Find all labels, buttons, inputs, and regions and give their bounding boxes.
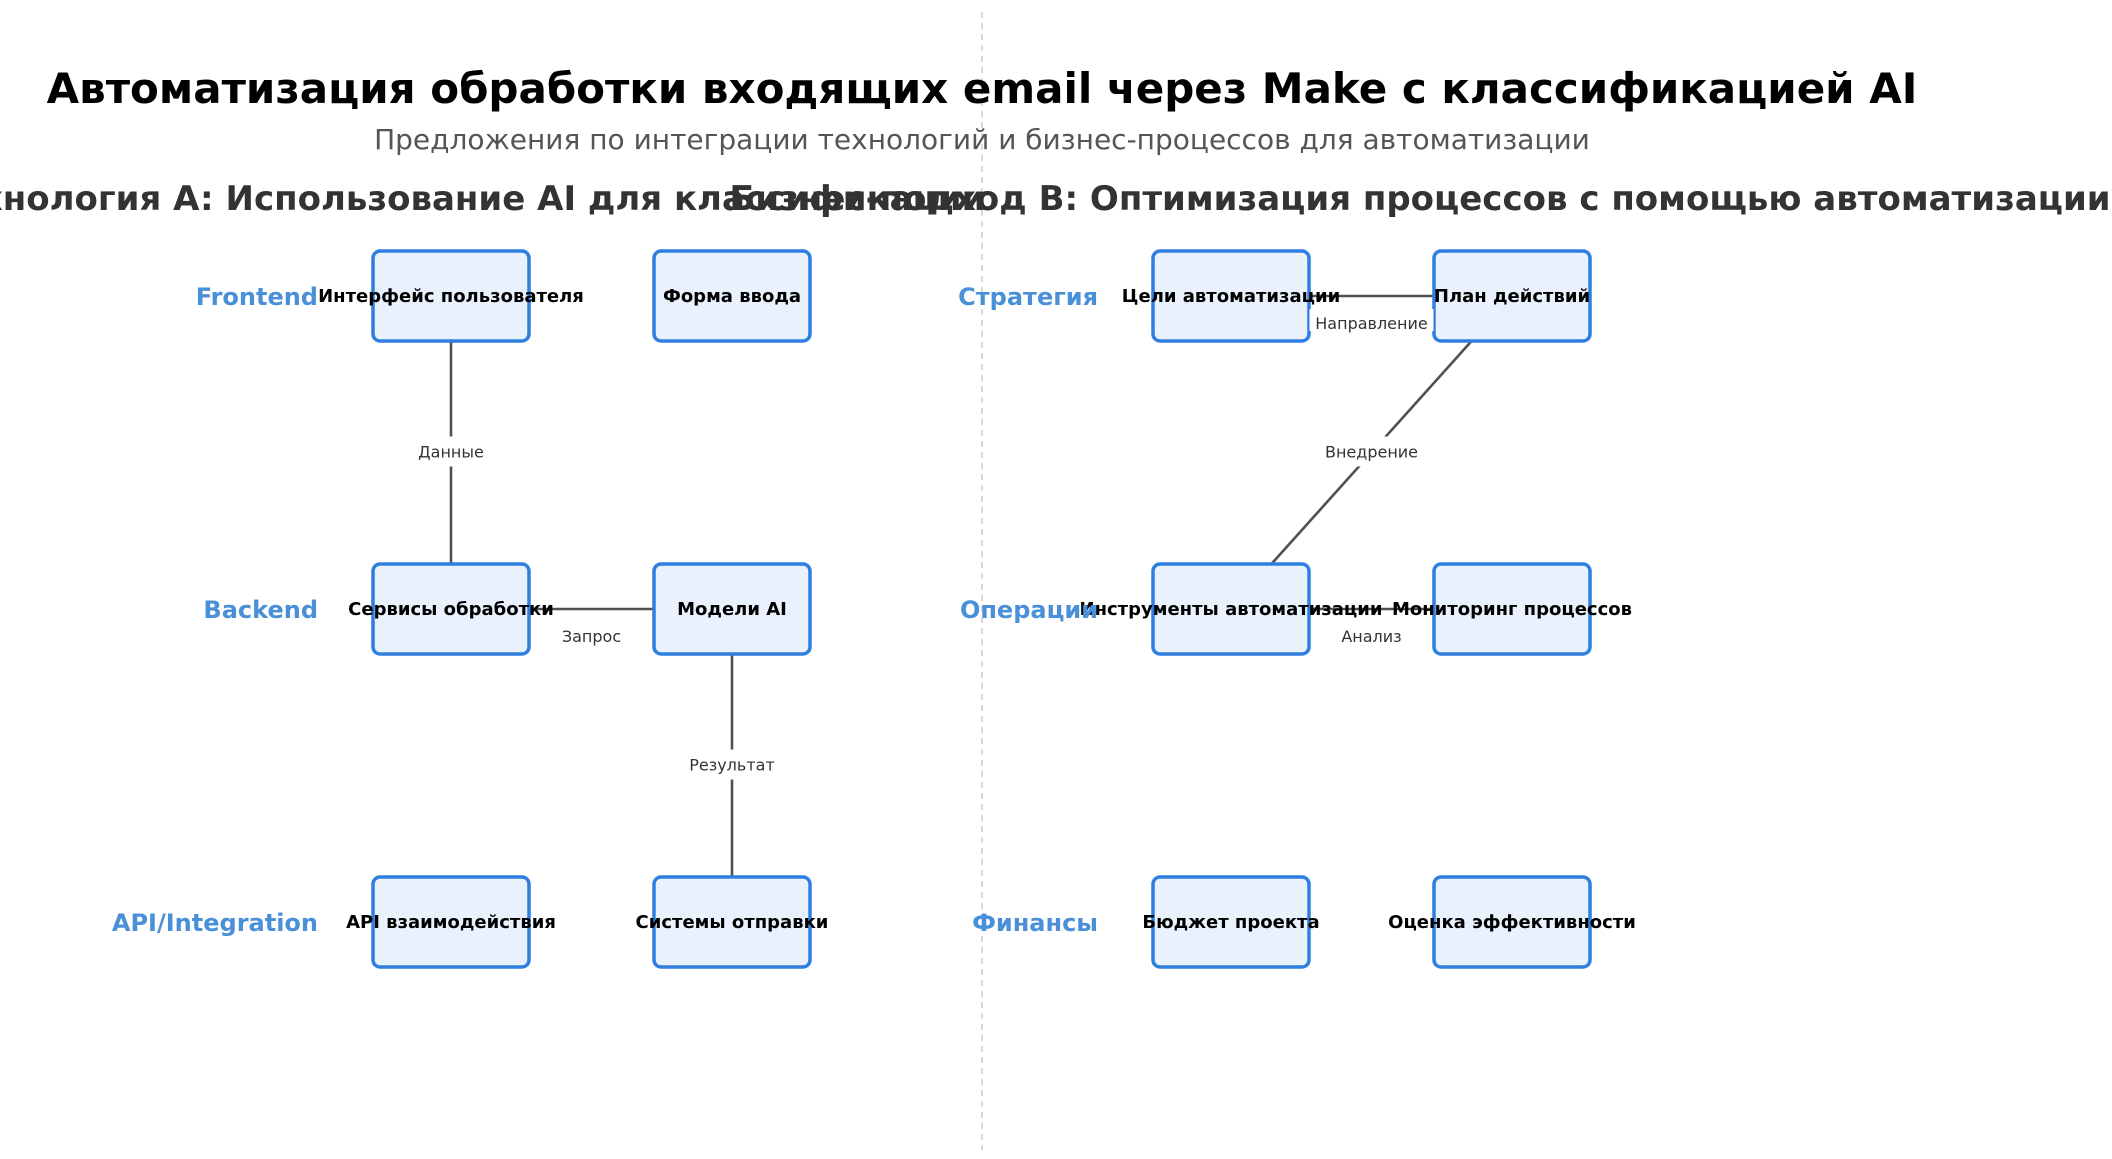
right-row-label: Операции [960, 596, 1098, 624]
edge-label-ai-send: Результат [680, 749, 784, 780]
edges-layer [449, 294, 1473, 877]
left-row-label: API/Integration [112, 909, 318, 937]
node-label: API взаимодействия [346, 912, 556, 933]
edge-label-text: Данные [418, 443, 484, 462]
edge-label-bg [680, 749, 784, 780]
node-ui[interactable]: Интерфейс пользователя [318, 249, 584, 343]
node-label: Модели AI [677, 599, 787, 620]
node-box [1151, 875, 1311, 969]
node-label: Бюджет проекта [1142, 912, 1319, 933]
edge-label-ui-svc: Данные [414, 436, 488, 467]
node-form[interactable]: Форма ввода [652, 249, 812, 343]
node-label: Интерфейс пользователя [318, 286, 584, 307]
labels-layer: Технология A: Использование AI для класс… [0, 179, 2111, 937]
node-box [371, 562, 531, 656]
node-label: Инструменты автоматизации [1080, 599, 1383, 620]
node-tools[interactable]: Инструменты автоматизации [1080, 562, 1383, 656]
node-label: Системы отправки [636, 912, 829, 933]
node-label: План действий [1434, 286, 1590, 307]
left-row-label: Backend [203, 596, 318, 624]
node-box [371, 875, 531, 969]
edge-label-bg [554, 622, 629, 644]
edge-label-tools-mon: Анализ [1334, 622, 1409, 646]
edge-label-bg [1309, 309, 1434, 331]
node-label: Мониторинг процессов [1392, 599, 1632, 620]
left-panel-title: Технология A: Использование AI для класс… [0, 179, 985, 219]
edge-label-bg [1319, 436, 1424, 467]
node-box [652, 562, 812, 656]
node-api[interactable]: API взаимодействия [346, 875, 556, 969]
node-box [1151, 249, 1311, 343]
node-box [1432, 562, 1592, 656]
right-panel-title: Бизнес-подход B: Оптимизация процессов с… [729, 179, 2110, 219]
node-label: Сервисы обработки [348, 599, 554, 620]
node-eff[interactable]: Оценка эффективности [1388, 875, 1636, 969]
node-box [652, 875, 812, 969]
node-label: Цели автоматизации [1122, 286, 1340, 307]
node-box [1432, 875, 1592, 969]
node-send[interactable]: Системы отправки [636, 875, 829, 969]
node-mon[interactable]: Мониторинг процессов [1392, 562, 1632, 656]
node-label: Форма ввода [663, 286, 801, 307]
page-title: Автоматизация обработки входящих email ч… [47, 64, 1918, 113]
right-row-label: Стратегия [958, 283, 1098, 311]
edge-label-text: Запрос [562, 627, 621, 646]
page-subtitle: Предложения по интеграции технологий и б… [374, 123, 1590, 156]
nodes-layer: Интерфейс пользователя Форма вводаСервисы… [318, 249, 1636, 969]
edge-label-bg [414, 436, 488, 467]
edge-label-text: Направление [1315, 314, 1427, 333]
right-row-label: Финансы [972, 909, 1098, 937]
edge-label-text: Результат [689, 756, 775, 775]
node-box [371, 249, 531, 343]
node-label: Оценка эффективности [1388, 912, 1636, 933]
edge-label-plan-tools: Внедрение [1319, 436, 1424, 467]
node-box [1432, 249, 1592, 343]
edge-label-text: Анализ [1341, 627, 1401, 646]
node-ai[interactable]: Модели AI [652, 562, 812, 656]
edge-label-svc-ai: Запрос [554, 622, 629, 646]
left-row-label: Frontend [196, 283, 318, 311]
edge-label-bg [1334, 622, 1409, 644]
node-box [652, 249, 812, 343]
node-plan[interactable]: План действий [1432, 249, 1592, 343]
node-svc[interactable]: Сервисы обработки [348, 562, 554, 656]
edge-label-goals-plan: Направление [1309, 309, 1434, 333]
node-box [1151, 562, 1311, 656]
node-goals[interactable]: Цели автоматизации [1122, 249, 1340, 343]
edge-label-text: Внедрение [1325, 443, 1418, 462]
node-budget[interactable]: Бюджет проекта [1142, 875, 1320, 969]
